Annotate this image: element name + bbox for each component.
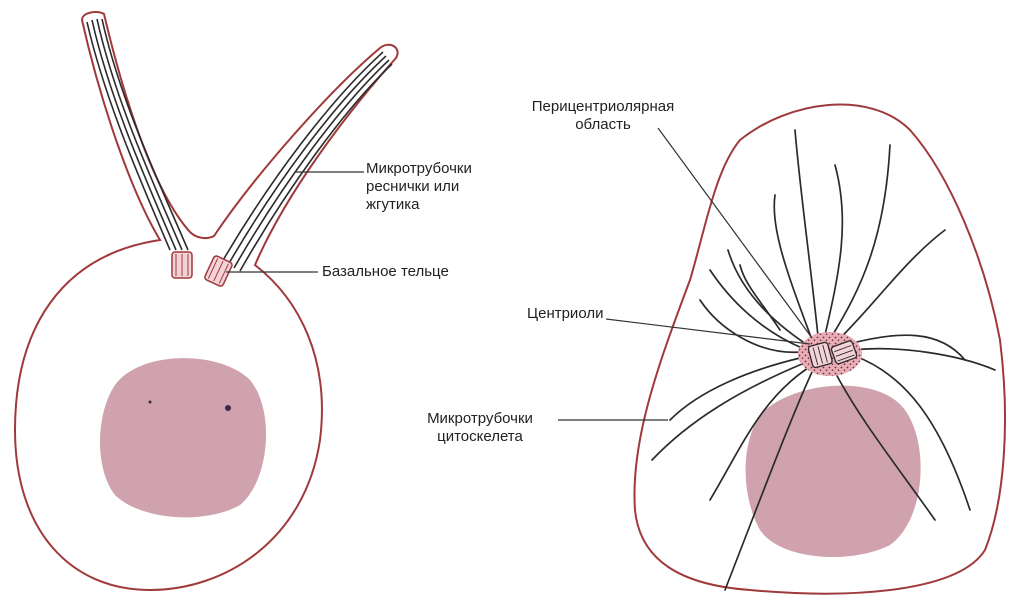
label-pericentriolar: Перицентриолярная область [508, 98, 698, 134]
left-cilium-microtubules [87, 19, 188, 250]
ciliated-cell [15, 12, 398, 590]
label-line: область [508, 116, 698, 134]
label-line: Микротрубочки [366, 160, 472, 178]
label-line: цитоскелета [405, 428, 555, 446]
basal-body-right [204, 255, 233, 287]
leader-centrioles [606, 319, 810, 344]
cytoskeleton-cell [634, 105, 1005, 594]
label-line: Перицентриолярная [508, 98, 698, 116]
label-cilia-microtubules: Микротрубочки реснички или жгутика [366, 160, 472, 214]
left-nucleus [100, 358, 266, 517]
nucleus-dot [149, 401, 152, 404]
label-cytoskeleton-microtubules: Микротрубочки цитоскелета [405, 410, 555, 446]
label-line: реснички или [366, 178, 472, 196]
label-centrioles: Центриоли [527, 305, 603, 323]
label-basal-body: Базальное тельце [322, 263, 449, 281]
basal-body-left [172, 252, 192, 278]
nucleus-dot [225, 405, 231, 411]
label-line: Микротрубочки [405, 410, 555, 428]
label-line: жгутика [366, 196, 472, 214]
